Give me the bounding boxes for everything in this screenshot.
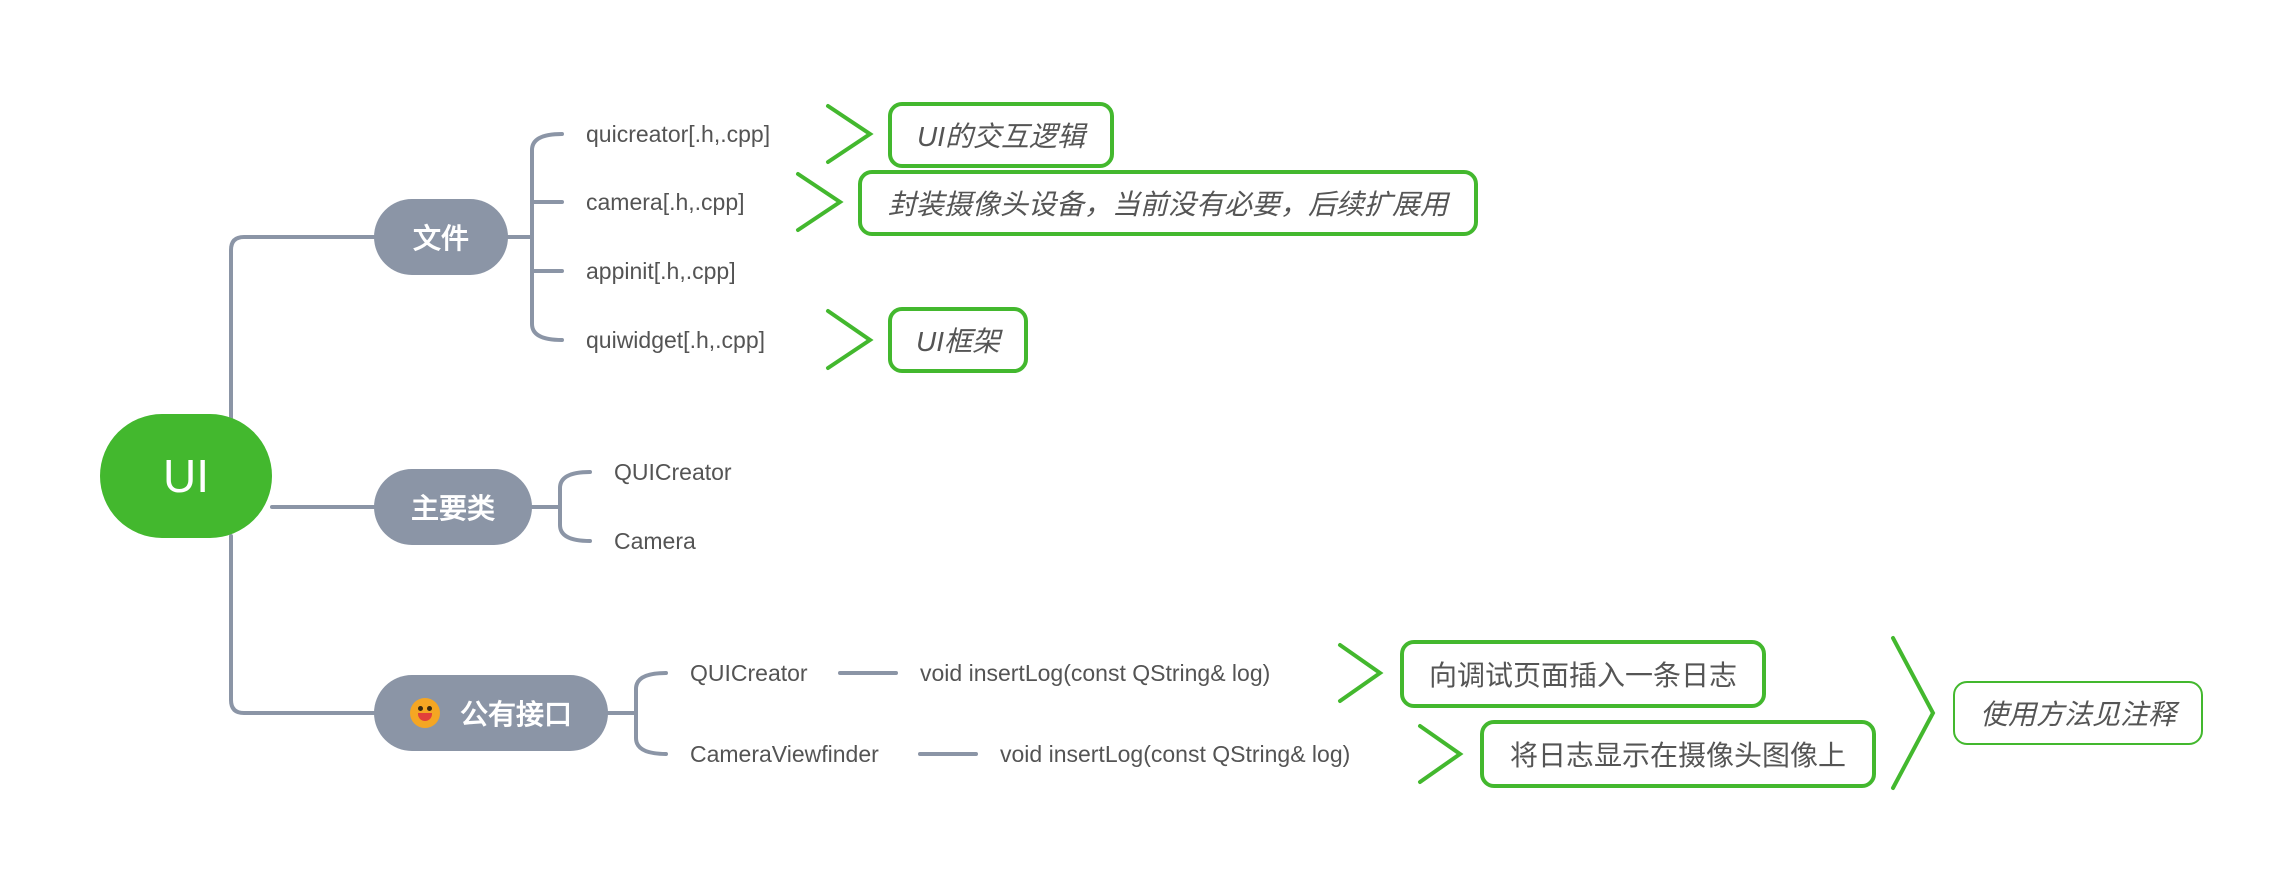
connector-api-bracket — [634, 671, 668, 756]
smiley-face-icon — [409, 698, 440, 728]
chevron-icon — [826, 309, 874, 370]
leaf-camera[interactable]: camera[.h,.cpp] — [586, 189, 745, 215]
connector-files-bracket — [530, 132, 564, 342]
leaf-quicreator[interactable]: quicreator[.h,.cpp] — [586, 121, 771, 147]
note-usage[interactable]: 使用方法见注释 — [1953, 681, 2203, 745]
branch-files[interactable]: 文件 — [374, 199, 508, 275]
leaf-appinit[interactable]: appinit[.h,.cpp] — [586, 258, 736, 284]
note-quiwidget[interactable]: UI框架 — [888, 307, 1028, 373]
note-camera[interactable]: 封装摄像头设备，当前没有必要，后续扩展用 — [858, 170, 1478, 236]
branch-public-api-label: 公有接口 — [459, 699, 572, 730]
brace-chevron-icon — [1891, 636, 1936, 790]
api-method-insertlog-2[interactable]: void insertLog(const QString& log) — [1000, 741, 1351, 767]
chevron-icon — [1418, 724, 1464, 784]
root-node[interactable]: UI — [100, 414, 272, 538]
chevron-icon — [1338, 643, 1384, 703]
connector-classes-bracket — [558, 470, 592, 543]
branch-main-classes[interactable]: 主要类 — [374, 469, 532, 545]
note-quicreator[interactable]: UI的交互逻辑 — [888, 102, 1114, 168]
branch-public-api[interactable]: 公有接口 — [374, 675, 608, 751]
note-insertlog-camera[interactable]: 将日志显示在摄像头图像上 — [1480, 720, 1876, 788]
api-method-insertlog-1[interactable]: void insertLog(const QString& log) — [920, 660, 1271, 686]
chevron-icon — [826, 104, 874, 164]
leaf-quiwidget[interactable]: quiwidget[.h,.cpp] — [586, 327, 766, 353]
note-insertlog-debug[interactable]: 向调试页面插入一条日志 — [1400, 640, 1766, 708]
chevron-icon — [796, 172, 844, 232]
api-class-quicreator[interactable]: QUICreator — [690, 660, 808, 686]
connector-root-api — [229, 534, 376, 715]
api-class-cameraviewfinder[interactable]: CameraViewfinder — [690, 741, 879, 767]
leaf-camera-class[interactable]: Camera — [614, 528, 696, 554]
connector-root-files — [229, 235, 376, 420]
leaf-quicreator-class[interactable]: QUICreator — [614, 459, 732, 485]
